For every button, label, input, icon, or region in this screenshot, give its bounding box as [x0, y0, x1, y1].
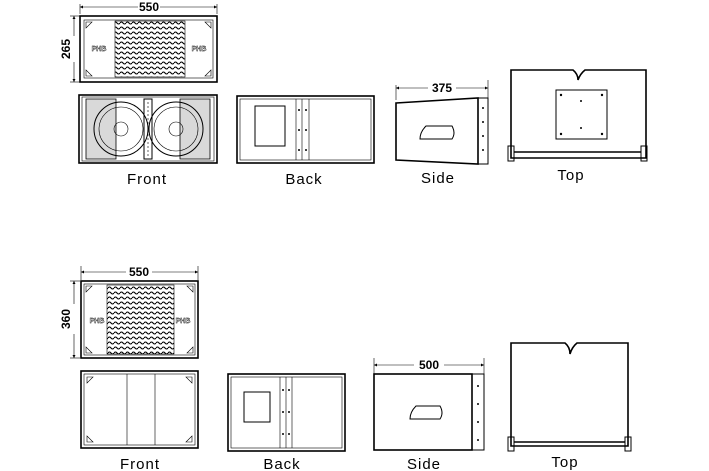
bottom-front-open-view — [80, 370, 199, 449]
bottom-front-label: Front — [120, 456, 160, 471]
bottom-height-dimension: 360 — [59, 280, 80, 359]
top-front-label: Front — [127, 171, 167, 188]
top-front-woofer-view — [78, 94, 218, 164]
bottom-back-label: Back — [263, 456, 300, 471]
top-side-label: Side — [421, 170, 455, 187]
bottom-side-view — [373, 373, 485, 451]
bottom-width-value: 550 — [129, 265, 149, 279]
bottom-front-grille-view: PHB PHB — [80, 280, 199, 359]
bottom-logo-right: PHB — [176, 318, 191, 325]
top-side-view — [395, 97, 489, 165]
bottom-side-label: Side — [407, 456, 441, 471]
bottom-height-value: 360 — [59, 309, 73, 329]
top-logo-right: PHB — [192, 46, 207, 53]
top-depth-dimension: 375 — [395, 80, 489, 100]
top-width-dimension: 550 — [79, 0, 218, 14]
top-top-view — [507, 69, 648, 162]
bottom-top-view — [507, 342, 632, 452]
bottom-depth-value: 500 — [419, 358, 439, 372]
bottom-back-view — [227, 373, 346, 452]
top-depth-value: 375 — [432, 81, 452, 95]
top-width-value: 550 — [139, 0, 159, 14]
top-front-grille-view: PHB PHB — [79, 15, 218, 83]
bottom-depth-dimension: 500 — [373, 358, 485, 374]
bottom-top-label: Top — [551, 454, 578, 471]
top-top-label: Top — [557, 167, 584, 184]
top-height-dimension: 265 — [59, 15, 80, 83]
top-back-view — [236, 95, 375, 164]
bottom-logo-left: PHB — [90, 318, 105, 325]
bottom-width-dimension: 550 — [80, 265, 199, 280]
top-back-label: Back — [285, 171, 322, 188]
top-height-value: 265 — [59, 39, 73, 59]
top-logo-left: PHB — [92, 46, 107, 53]
